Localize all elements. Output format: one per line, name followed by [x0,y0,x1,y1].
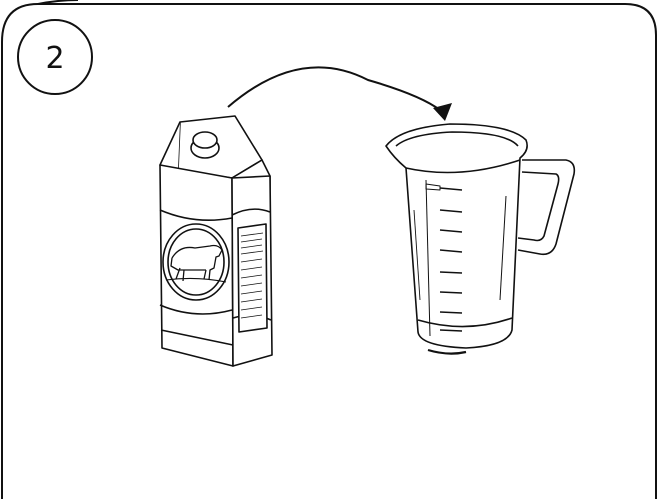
milk-carton-icon [160,116,272,366]
pour-arrow-icon [228,67,452,121]
step-number: 2 [45,41,64,76]
step-number-badge: 2 [18,20,92,94]
measuring-jug-icon [386,124,574,354]
